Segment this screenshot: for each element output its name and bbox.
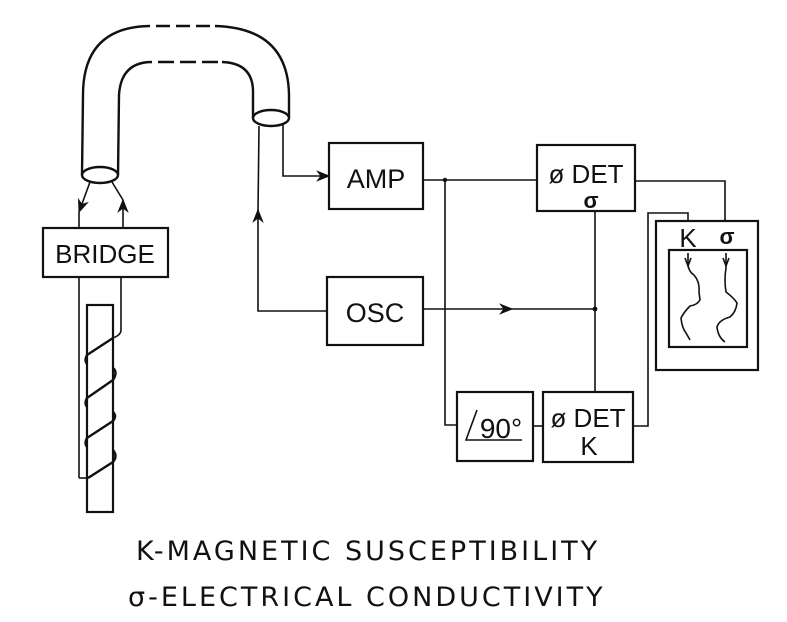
phase-shift-block [455, 390, 535, 463]
cable-inner-edge [116, 60, 255, 176]
wire-det-k-to-recorder [633, 212, 689, 427]
cable-outer-edge [80, 24, 291, 176]
bridge-label: BRIDGE [55, 239, 155, 269]
recorder-chart-paper [667, 248, 749, 349]
cable-right-end [251, 108, 291, 128]
cable [80, 24, 291, 185]
recorder-k-label: K [679, 223, 697, 253]
osc-label: OSC [346, 298, 405, 328]
phase-shift-label: 90° [480, 413, 522, 444]
det-sigma-symbol: σ [583, 188, 598, 213]
det-k-label: ø DET [550, 403, 625, 433]
bridge-block [41, 226, 170, 279]
det-k-block [541, 390, 635, 464]
wire-cable-to-amp [282, 124, 331, 182]
recorder-sigma-label: σ [719, 224, 734, 249]
amp-block [327, 141, 425, 211]
angle-symbol-icon [464, 409, 522, 441]
sample-rod [85, 303, 115, 514]
amp-label: AMP [347, 164, 406, 194]
trace-k [680, 253, 701, 341]
det-sigma-label: ø DET [548, 159, 623, 189]
wire-bridge-coil-b [112, 277, 122, 339]
wire-det-sigma-to-recorder [635, 180, 726, 221]
coil-winding [84, 336, 117, 480]
cable-left-end [80, 165, 120, 185]
osc-block [325, 275, 425, 347]
legend-magnetic-susceptibility: K-MAGNETIC SUSCEPTIBILITY [136, 536, 600, 567]
legend-electrical-conductivity: σ-ELECTRICAL CONDUCTIVITY [128, 582, 606, 613]
wire-osc-to-cable [257, 212, 327, 312]
wire-cable-to-bridge [78, 181, 91, 214]
det-sigma-block [535, 143, 637, 213]
wire-amp-to-phase-shift [444, 180, 457, 426]
det-k-symbol: K [580, 431, 598, 461]
trace-sigma [716, 253, 738, 343]
